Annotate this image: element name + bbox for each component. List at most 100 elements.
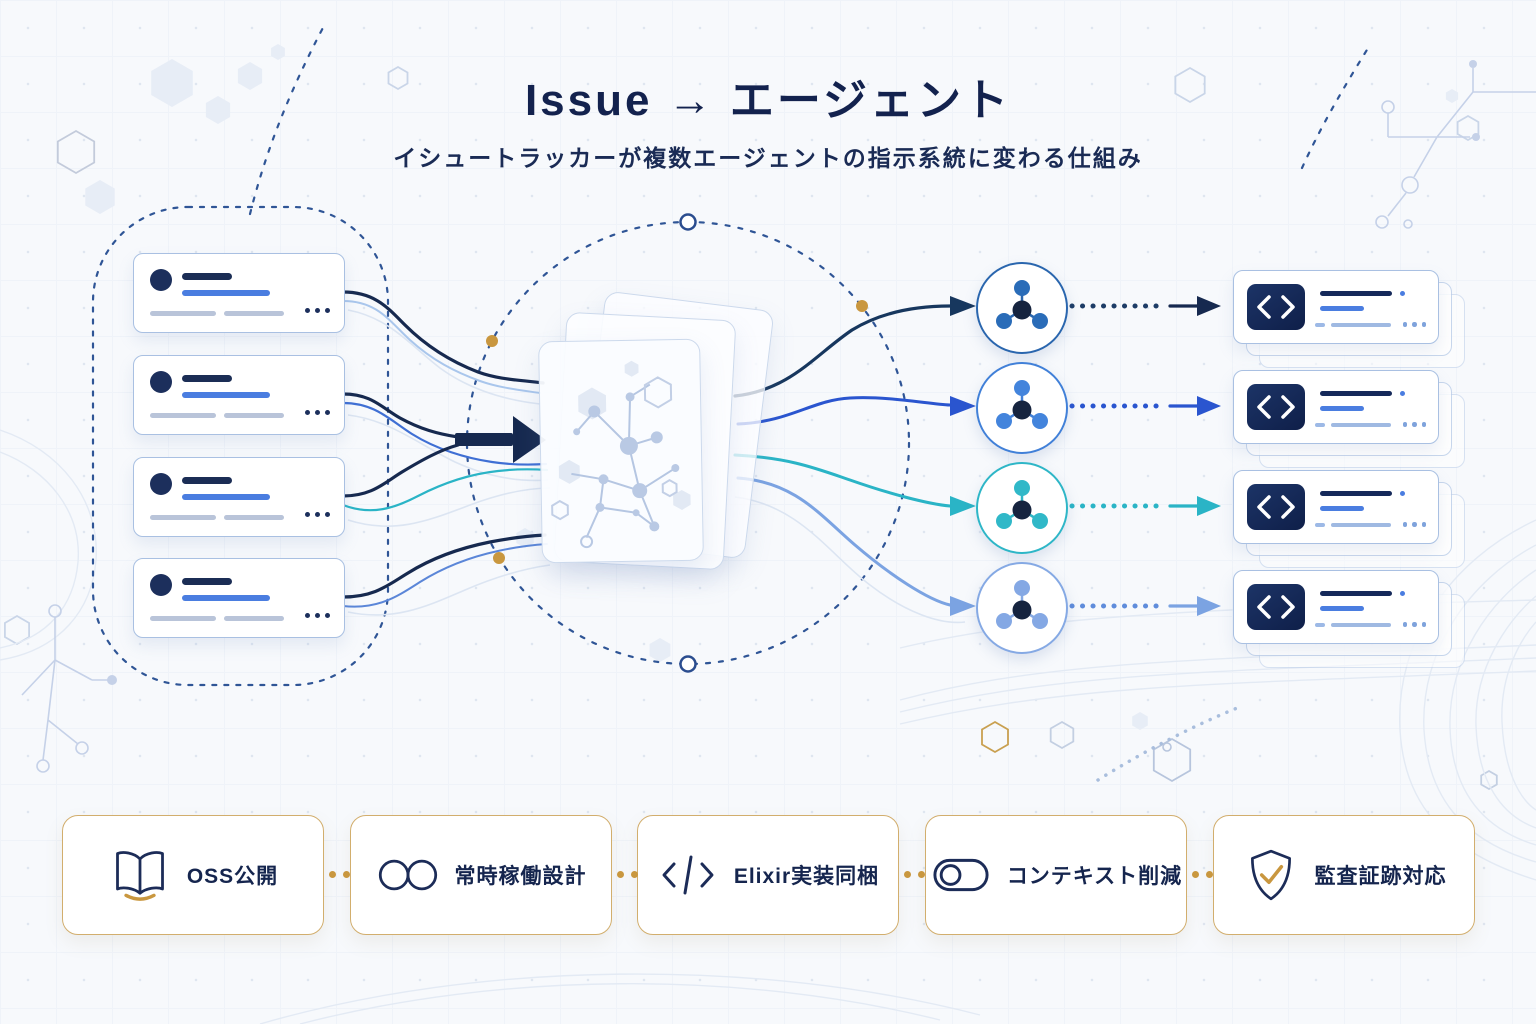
output-card	[1233, 570, 1439, 644]
feature-label: コンテキスト削減	[1006, 865, 1183, 888]
feature-card-context: コンテキスト削減	[925, 815, 1187, 935]
issue-subtitle-bar	[182, 494, 270, 500]
ghost-trails	[347, 309, 966, 624]
circuit-decor-top-right	[1375, 60, 1536, 229]
gold-connector-dot	[918, 871, 925, 878]
dashed-arc-decor	[248, 20, 1372, 216]
more-dots-icon	[1402, 622, 1426, 627]
more-dots-icon	[305, 613, 330, 618]
gold-connector-dot	[617, 871, 624, 878]
circuit-decor-bottom-left	[21, 604, 117, 773]
shield-check-icon	[1250, 849, 1291, 901]
issue-meta-bar	[150, 413, 216, 418]
feature-label: 常時稼働設計	[454, 865, 587, 888]
issue-meta-bar	[150, 311, 216, 316]
output-meta-bar	[1331, 323, 1391, 327]
output-meta-bar	[1315, 623, 1325, 627]
status-dot	[1400, 391, 1405, 396]
output-card	[1233, 370, 1439, 444]
issue-card	[133, 355, 345, 435]
circle-node-bottom	[679, 655, 697, 673]
issue-subtitle-bar	[182, 595, 270, 601]
output-subtitle-bar	[1320, 306, 1364, 311]
open-book-icon	[115, 851, 164, 901]
output-meta-bar	[1315, 423, 1325, 427]
feature-card-always-on: 常時稼働設計	[350, 815, 612, 935]
output-meta-bar	[1315, 323, 1325, 327]
output-title-bar	[1320, 591, 1392, 596]
output-title-bar	[1320, 491, 1392, 496]
issue-subtitle-bar	[182, 290, 270, 296]
issue-flow-lines	[341, 290, 549, 608]
output-meta-bar	[1331, 423, 1391, 427]
status-dot	[1400, 491, 1405, 496]
dotted-connectors	[1069, 303, 1167, 609]
issue-title-bar	[182, 273, 232, 280]
code-icon	[1247, 484, 1305, 530]
agent-network-icon	[996, 380, 1048, 429]
circle-node-top	[679, 213, 697, 231]
agent-network-icon	[996, 480, 1048, 529]
agent-node-2	[976, 362, 1068, 454]
avatar	[150, 371, 172, 393]
processor-card-front	[538, 338, 704, 564]
issue-meta-bar	[224, 515, 284, 520]
gold-connector-dot	[631, 871, 638, 878]
issue-card	[133, 253, 345, 333]
issue-group-dashed-border	[91, 205, 390, 687]
output-card	[1233, 470, 1439, 544]
output-subtitle-bar	[1320, 606, 1364, 611]
more-dots-icon	[305, 410, 330, 415]
gold-connector-dot	[1206, 871, 1213, 878]
agent-network-icon	[996, 280, 1048, 329]
avatar	[150, 269, 172, 291]
code-slash-icon	[662, 855, 714, 895]
more-dots-icon	[1402, 322, 1426, 327]
feature-label: Elixir実装同梱	[733, 865, 880, 888]
page-title: Issue → エージェント	[524, 76, 1012, 125]
issue-card	[133, 457, 345, 537]
issue-meta-bar	[224, 616, 284, 621]
output-subtitle-bar	[1320, 406, 1364, 411]
agent-network-icon	[996, 580, 1048, 629]
agent-node-1	[976, 262, 1068, 354]
feature-label: OSS公開	[186, 865, 279, 888]
molecule-icon	[551, 360, 691, 549]
feature-label: 監査証跡対応	[1314, 865, 1447, 888]
gold-dots-decor	[486, 300, 868, 564]
ingest-arrow	[455, 416, 546, 463]
output-arrows	[1168, 296, 1221, 616]
more-dots-icon	[1402, 422, 1426, 427]
gold-connector-dot	[904, 871, 911, 878]
issue-title-bar	[182, 375, 232, 382]
gold-connector-dot	[1192, 871, 1199, 878]
avatar	[150, 473, 172, 495]
toggle-icon	[933, 858, 989, 892]
output-meta-bar	[1331, 523, 1391, 527]
avatar	[150, 574, 172, 596]
issue-card	[133, 558, 345, 638]
issue-meta-bar	[224, 413, 284, 418]
feature-card-audit: 監査証跡対応	[1213, 815, 1475, 935]
dotted-arc-decor	[1096, 704, 1244, 782]
agent-node-4	[976, 562, 1068, 654]
issue-subtitle-bar	[182, 392, 270, 398]
agent-flow-lines	[733, 304, 952, 607]
issue-meta-bar	[150, 616, 216, 621]
output-meta-bar	[1331, 623, 1391, 627]
issue-title-bar	[182, 477, 232, 484]
more-dots-icon	[1402, 522, 1426, 527]
status-dot	[1400, 591, 1405, 596]
output-title-bar	[1320, 291, 1392, 296]
agent-node-3	[976, 462, 1068, 554]
feature-card-elixir: Elixir実装同梱	[637, 815, 899, 935]
code-icon	[1247, 384, 1305, 430]
output-meta-bar	[1315, 523, 1325, 527]
issue-title-bar	[182, 578, 232, 585]
code-icon	[1247, 284, 1305, 330]
code-icon	[1247, 584, 1305, 630]
gold-connector-dot	[329, 871, 336, 878]
gold-connector-dot	[343, 871, 350, 878]
